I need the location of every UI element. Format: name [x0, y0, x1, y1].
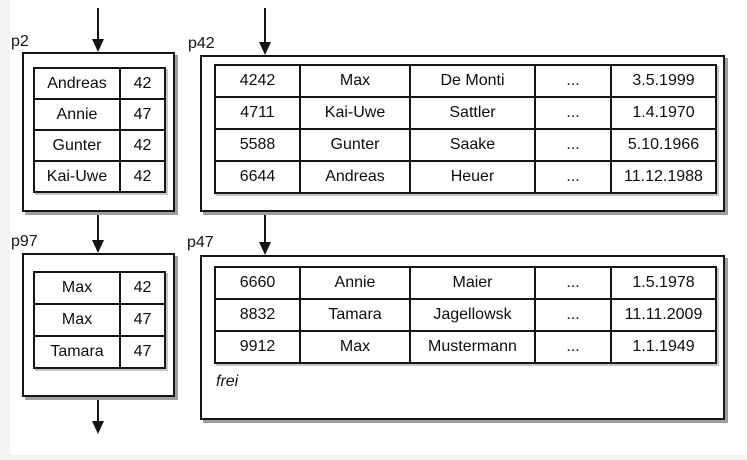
table-cell: Annie — [35, 100, 121, 129]
table-cell: Gunter — [35, 131, 121, 160]
table-cell: Heuer — [411, 162, 536, 192]
table-cell: 42 — [133, 74, 152, 92]
table-cell: 5588 — [216, 130, 301, 160]
table-cell-ellipsis: ... — [536, 98, 612, 128]
table-cell: Maier — [411, 268, 536, 298]
page-margin-left — [0, 0, 10, 460]
table-cell: Gunter — [301, 130, 411, 160]
page-box-p47: 6660 Annie Maier ... 1.5.1978 8832 Tamar… — [200, 255, 725, 420]
page-label-p97: p97 — [11, 233, 38, 250]
table-cell: Max — [301, 66, 411, 96]
table-cell: 11.11.2009 — [624, 306, 703, 323]
records-table-p2: Andreas 42 Annie 47 Gunter 42 Kai-Uwe 42 — [33, 67, 166, 193]
table-cell: 42 — [133, 279, 152, 296]
table-cell: Andreas — [35, 69, 121, 98]
table-cell: Max — [301, 332, 411, 362]
table-cell: Tamara — [301, 300, 411, 330]
table-row: 8832 Tamara Jagellowsk ... 11.11.2009 — [216, 300, 715, 332]
table-cell: 47 — [133, 343, 152, 360]
table-cell: 3.5.1999 — [632, 72, 695, 89]
table-cell: 5.10.1966 — [627, 136, 700, 153]
table-row: Gunter 42 — [35, 131, 164, 162]
page-box-p2: Andreas 42 Annie 47 Gunter 42 Kai-Uwe 42 — [22, 52, 175, 212]
table-cell: 1.4.1970 — [632, 104, 695, 121]
table-cell: Kai-Uwe — [35, 162, 121, 191]
page-box-p42: 4242 Max De Monti ... 3.5.1999 4711 Kai-… — [200, 55, 725, 212]
table-cell-ellipsis: ... — [536, 162, 612, 192]
table-cell-ellipsis: ... — [536, 332, 612, 362]
table-row: Max 42 — [35, 273, 164, 305]
records-table-p97: Max 42 Max 47 Tamara 47 — [33, 271, 166, 369]
table-cell: De Monti — [411, 66, 536, 96]
table-cell: 6644 — [216, 162, 301, 192]
arrow-into-p42 — [259, 8, 271, 55]
table-cell: 47 — [133, 311, 152, 328]
table-cell: Sattler — [411, 98, 536, 128]
page-label-p42: p42 — [188, 35, 215, 52]
table-cell: 1.1.1949 — [632, 338, 695, 355]
table-cell-ellipsis: ... — [536, 300, 612, 330]
table-cell-ellipsis: ... — [536, 130, 612, 160]
table-cell: 4242 — [216, 66, 301, 96]
table-row: 9912 Max Mustermann ... 1.1.1949 — [216, 332, 715, 362]
arrow-p2-to-p97 — [92, 213, 104, 253]
table-row: 6660 Annie Maier ... 1.5.1978 — [216, 268, 715, 300]
table-row: 4242 Max De Monti ... 3.5.1999 — [216, 66, 715, 98]
arrow-p42-to-p47 — [259, 213, 271, 255]
table-cell: Mustermann — [411, 332, 536, 362]
table-row: Andreas 42 — [35, 69, 164, 100]
records-table-p42: 4242 Max De Monti ... 3.5.1999 4711 Kai-… — [214, 64, 717, 194]
table-cell: 11.12.1988 — [624, 168, 703, 185]
page-label-p47: p47 — [187, 234, 214, 251]
records-table-p47: 6660 Annie Maier ... 1.5.1978 8832 Tamar… — [214, 266, 717, 364]
table-row: 4711 Kai-Uwe Sattler ... 1.4.1970 — [216, 98, 715, 130]
page-margin-bottom — [0, 455, 747, 460]
arrow-out-of-p97 — [92, 398, 104, 434]
table-cell: Tamara — [35, 337, 121, 367]
table-row: Max 47 — [35, 305, 164, 337]
page-box-p97: Max 42 Max 47 Tamara 47 — [22, 253, 175, 397]
table-cell: 42 — [133, 167, 152, 185]
table-cell: 9912 — [216, 332, 301, 362]
arrow-into-p2 — [92, 8, 104, 52]
table-cell: Max — [35, 305, 121, 335]
table-cell: 8832 — [216, 300, 301, 330]
free-space-label: frei — [216, 373, 239, 390]
table-row: Kai-Uwe 42 — [35, 162, 164, 191]
table-cell: 6660 — [216, 268, 301, 298]
table-cell: 4711 — [216, 98, 301, 128]
table-row: 6644 Andreas Heuer ... 11.12.1988 — [216, 162, 715, 192]
table-row: Tamara 47 — [35, 337, 164, 367]
table-cell: 47 — [133, 105, 152, 123]
table-cell-ellipsis: ... — [536, 268, 612, 298]
table-cell: Max — [35, 273, 121, 303]
table-cell: Annie — [301, 268, 411, 298]
table-cell: Andreas — [301, 162, 411, 192]
table-cell: 1.5.1978 — [632, 274, 695, 291]
table-row: Annie 47 — [35, 100, 164, 131]
table-cell: 42 — [133, 136, 152, 154]
table-cell: Saake — [411, 130, 536, 160]
table-cell-ellipsis: ... — [536, 66, 612, 96]
page-label-p2: p2 — [11, 33, 29, 50]
table-cell: Jagellowsk — [411, 300, 536, 330]
table-row: 5588 Gunter Saake ... 5.10.1966 — [216, 130, 715, 162]
table-cell: Kai-Uwe — [301, 98, 411, 128]
